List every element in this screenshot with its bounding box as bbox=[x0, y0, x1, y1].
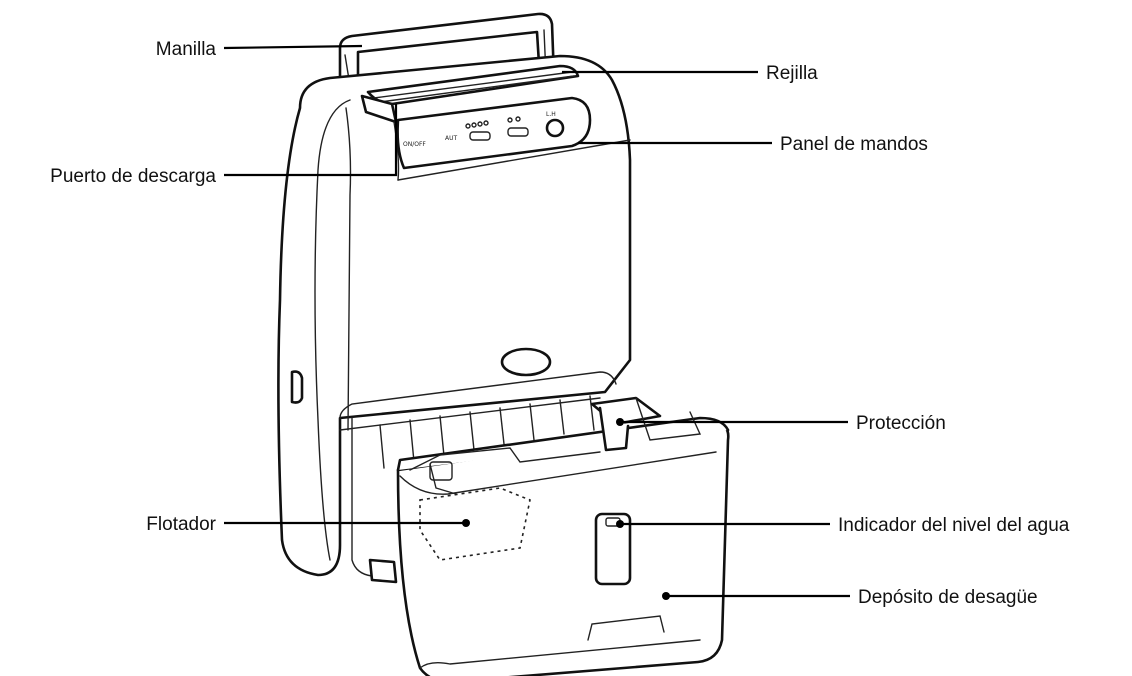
svg-text:ON/OFF: ON/OFF bbox=[403, 141, 426, 148]
water-level-window bbox=[594, 512, 632, 586]
label-indicador-nivel: Indicador del nivel del agua bbox=[838, 515, 1070, 536]
label-rejilla: Rejilla bbox=[766, 63, 818, 84]
label-manilla: Manilla bbox=[156, 39, 217, 60]
label-proteccion: Protección bbox=[856, 413, 946, 434]
front-badge bbox=[500, 347, 552, 377]
control-panel-drawing: ON/OFF AUT L.H bbox=[396, 96, 592, 170]
tank-drawing bbox=[396, 396, 730, 676]
leader-manilla bbox=[223, 44, 363, 50]
label-deposito: Depósito de desagüe bbox=[858, 587, 1038, 608]
label-flotador: Flotador bbox=[146, 514, 216, 535]
protection-drawing bbox=[590, 396, 702, 452]
label-puerto-descarga: Puerto de descarga bbox=[50, 166, 216, 187]
svg-text:L.H: L.H bbox=[546, 111, 556, 118]
leader-lines bbox=[223, 44, 850, 600]
dehumidifier-illustration: ON/OFF AUT L.H bbox=[277, 12, 730, 676]
leader-puerto bbox=[224, 104, 398, 177]
labels: Manilla Puerto de descarga Rejilla Panel… bbox=[50, 39, 1070, 608]
body-outline bbox=[277, 54, 632, 577]
label-panel-de-mandos: Panel de mandos bbox=[780, 134, 928, 155]
svg-text:AUT: AUT bbox=[445, 135, 457, 142]
